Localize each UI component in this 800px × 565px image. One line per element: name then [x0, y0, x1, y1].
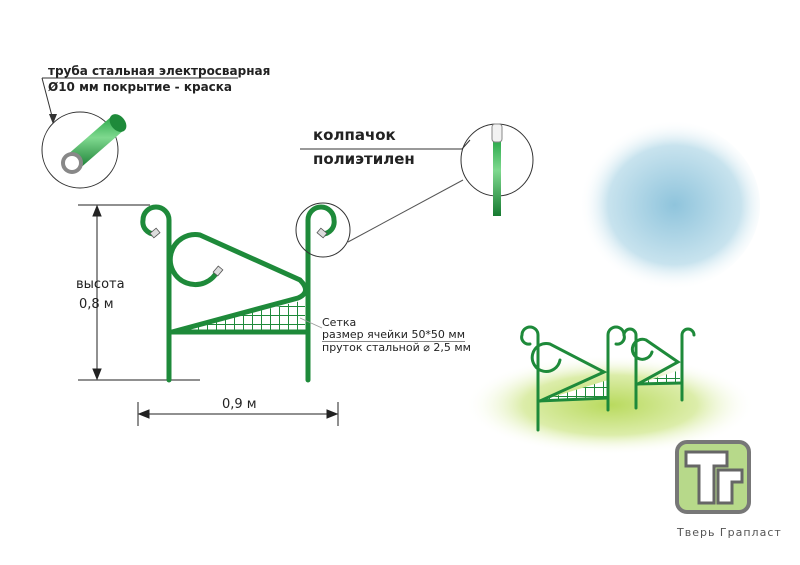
height-value: 0,8 м: [79, 297, 114, 312]
mesh-label-line2: размер ячейки 50*50 мм: [322, 328, 466, 342]
small-fences: [520, 325, 696, 432]
mesh-label-line1: Сетка: [322, 316, 357, 329]
dimension-lines: [78, 204, 339, 426]
fence-section: [140, 204, 337, 383]
cap-label-line1: колпачок: [313, 126, 396, 144]
mesh-label-line3: пруток стальной ⌀ 2,5 мм: [322, 341, 471, 354]
width-value: 0,9 м: [222, 397, 257, 412]
height-label: высота: [76, 277, 125, 292]
company-name: Тверь Грапласт: [677, 526, 782, 539]
sky-blob: [570, 120, 760, 290]
cap-label-line2: полиэтилен: [313, 150, 415, 168]
cap-detail: [295, 123, 534, 258]
pipe-detail: [41, 77, 238, 189]
pipe-label-line1: труба стальная электросварная: [48, 64, 271, 78]
pipe-label-line2: Ø10 мм покрытие - краска: [48, 80, 233, 94]
company-logo: [675, 440, 751, 514]
